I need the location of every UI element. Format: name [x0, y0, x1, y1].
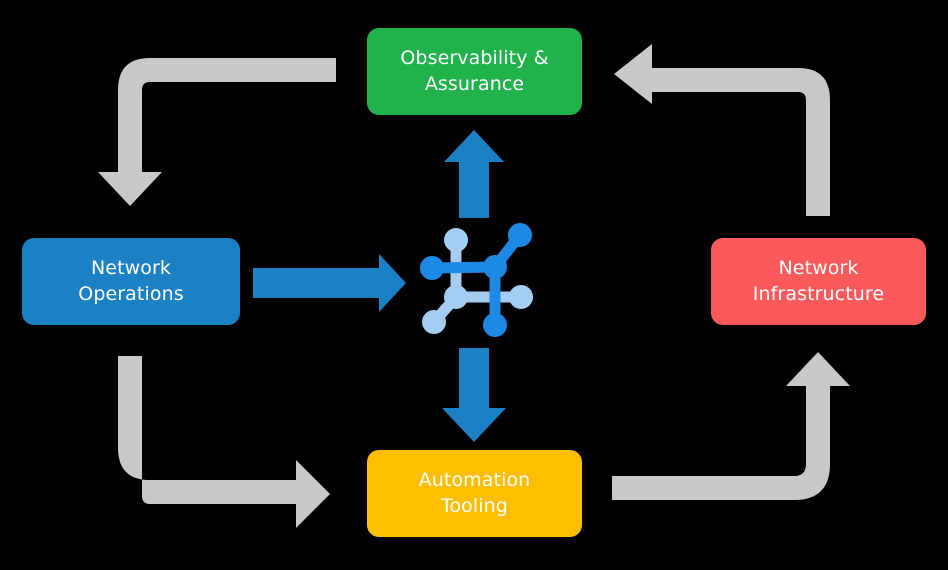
arrow-operations-to-center	[253, 254, 406, 312]
arrow-automation-to-infrastructure	[612, 352, 850, 500]
node-box-automation-tooling[interactable]: Automation Tooling	[367, 450, 582, 537]
arrow-infrastructure-to-observability	[614, 44, 830, 216]
network-icon-edges	[428, 229, 526, 328]
arrow-center-to-automation	[442, 348, 506, 442]
node-box-observability[interactable]: Observability & Assurance	[367, 28, 582, 115]
node-label-network-infrastructure: Network Infrastructure	[752, 257, 885, 305]
network-icon-nodes	[420, 223, 533, 337]
arrow-operations-to-automation	[118, 356, 330, 528]
node-box-network-infrastructure[interactable]: Network Infrastructure	[711, 238, 926, 325]
node-label-automation-tooling: Automation Tooling	[418, 469, 531, 517]
node-label-observability: Observability & Assurance	[400, 47, 549, 95]
node-box-network-operations[interactable]: Network Operations	[22, 238, 240, 325]
arrow-center-to-observability	[444, 130, 504, 218]
node-label-network-operations: Network Operations	[78, 257, 184, 305]
arrow-observability-to-operations	[98, 58, 336, 206]
